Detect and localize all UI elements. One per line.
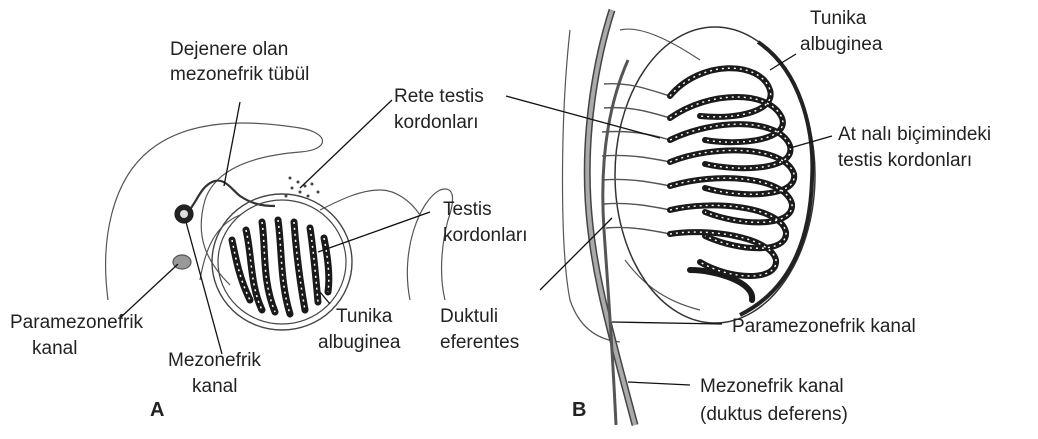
label-mesonephric-a: Mezonefrik kanal — [168, 350, 261, 397]
label-tunica-b-line1: Tunika — [810, 8, 867, 29]
label-tunica-a-line2: albuginea — [318, 332, 401, 353]
panel-a-letter: A — [150, 399, 164, 421]
label-rete-testis-line1: Rete testis — [394, 86, 484, 107]
label-testis-cords-line2: kordonları — [443, 225, 528, 246]
label-ductuli-line1: Duktuli — [440, 306, 498, 327]
panel-b-drawing — [563, 10, 816, 425]
label-tunica-b-line2: albuginea — [800, 34, 883, 55]
label-paramesonephric-a-line2: kanal — [32, 338, 77, 359]
label-mesonephric-b: Mezonefrik kanal (duktus deferens) — [700, 376, 848, 425]
panel-b-letter: B — [572, 399, 586, 421]
label-mesonephric-b-line1: Mezonefrik kanal — [700, 376, 844, 397]
label-mesonephric-b-line2: (duktus deferens) — [700, 404, 848, 425]
label-degenerate-tubule: Dejenere olan mezonefrik tübül — [170, 39, 309, 85]
label-horseshoe-line1: At nalı biçimindeki — [838, 124, 991, 145]
label-rete-testis: Rete testis kordonları — [394, 86, 484, 133]
label-paramesonephric-a: Paramezonefrik kanal — [10, 312, 144, 359]
label-horseshoe-cords: At nalı biçimindeki testis kordonları — [838, 124, 991, 171]
mesorchium-outline — [563, 30, 621, 342]
label-testis-cords-line1: Testis — [443, 199, 492, 220]
label-paramesonephric-b: Paramezonefrik kanal — [732, 316, 916, 337]
label-tunica-a: Tunika albuginea — [318, 306, 401, 353]
label-testis-cords: Testis kordonları — [443, 199, 528, 246]
label-mesonephric-a-line2: kanal — [192, 376, 237, 397]
label-paramesonephric-a-line1: Paramezonefrik — [10, 312, 144, 333]
label-degenerate-tubule-line1: Dejenere olan — [170, 39, 288, 60]
label-ductuli-line2: eferentes — [440, 332, 519, 353]
label-degenerate-tubule-line2: mezonefrik tübül — [170, 64, 309, 85]
mesonephric-duct-b — [587, 10, 635, 425]
label-horseshoe-line2: testis kordonları — [838, 150, 972, 171]
label-rete-testis-line2: kordonları — [394, 112, 479, 133]
label-ductuli-efferentes: Duktuli eferentes — [440, 306, 519, 353]
label-mesonephric-a-line1: Mezonefrik — [168, 350, 261, 371]
testis-cords-a — [232, 220, 329, 314]
label-tunica-b: Tunika albuginea — [800, 8, 883, 55]
gonad-ridge-outline — [380, 190, 420, 215]
label-tunica-a-line1: Tunika — [336, 306, 393, 327]
mesonephros-outline — [106, 123, 323, 300]
panel-a-drawing — [106, 123, 453, 330]
